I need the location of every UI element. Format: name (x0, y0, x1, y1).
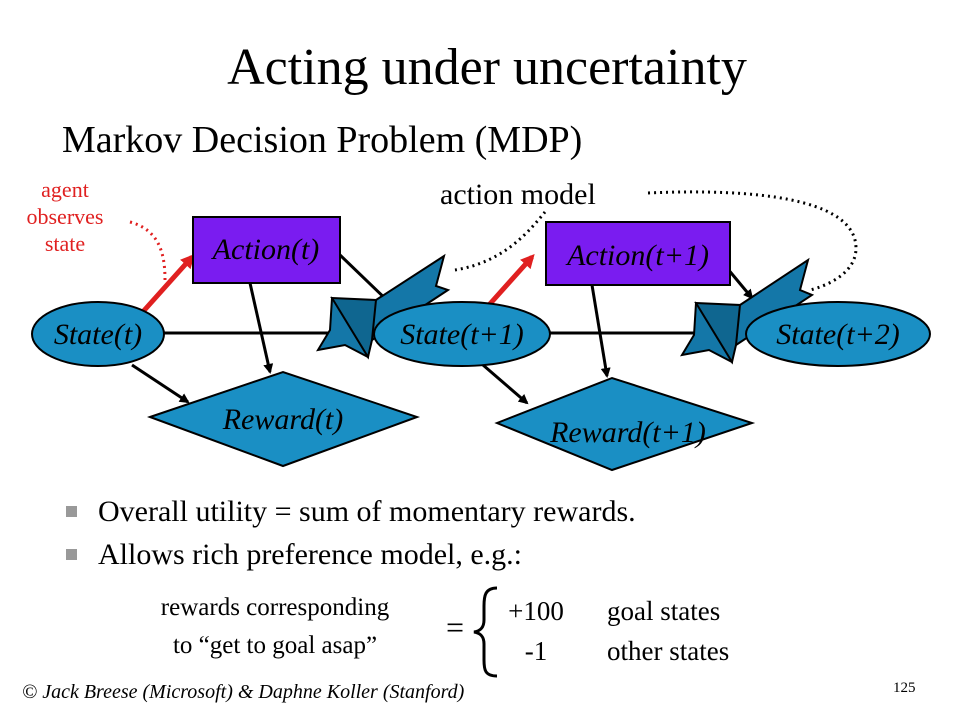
bullet-1: Overall utility = sum of momentary rewar… (98, 495, 636, 528)
state-t-to-reward-t-arrow (131, 363, 190, 404)
example-label-line-1: rewards corresponding (161, 594, 390, 621)
case-condition-goal: goal states (607, 596, 720, 626)
bullet-marker-2 (66, 549, 77, 560)
case-value-goal: +100 (508, 596, 564, 626)
agent-observes-label-1: agent (41, 177, 89, 202)
action-t1-to-reward-t1-arrow (590, 284, 611, 378)
action-t1-label: Action(t+1) (565, 239, 709, 272)
agent-observes-label-2: observes (27, 204, 104, 229)
observe-arrow-t (138, 254, 195, 317)
agent-observes-dotted-line (129, 220, 167, 281)
action-t1-node (545, 221, 731, 286)
case-condition-other: other states (607, 636, 729, 666)
equals-sign: = (446, 609, 464, 645)
action-model-label: action model (440, 178, 596, 211)
bullet-marker-1 (66, 506, 77, 517)
footer-credit: © Jack Breese (Microsoft) & Daphne Kolle… (22, 681, 465, 703)
bullet-2: Allows rich preference model, e.g.: (98, 538, 522, 571)
example-label-line-2: to “get to goal asap” (173, 632, 377, 659)
state-t-label: State(t) (54, 318, 142, 351)
action-t-node (192, 216, 341, 284)
reward-t-label: Reward(t) (222, 403, 344, 436)
state-t1-label: State(t+1) (400, 318, 524, 351)
state-t2-node (745, 301, 931, 367)
state-t1-node (373, 301, 551, 367)
action-t-to-reward-t-arrow (248, 282, 274, 374)
action-t-label: Action(t) (211, 233, 320, 266)
reward-t1-node (494, 376, 756, 472)
state-t2-label: State(t+2) (776, 318, 900, 351)
action-model-dotted-line-right (647, 190, 858, 292)
case-brace (473, 586, 498, 678)
agent-observes-label-3: state (45, 231, 85, 256)
case-value-other: -1 (525, 636, 548, 666)
page-number: 125 (893, 680, 916, 696)
page-subtitle: Markov Decision Problem (MDP) (62, 119, 582, 161)
page-title: Acting under uncertainty (227, 39, 747, 96)
state-t-node (31, 301, 165, 367)
state-t1-to-reward-t1-arrow (482, 363, 529, 405)
reward-t-node (146, 370, 421, 468)
reward-t1-label: Reward(t+1) (549, 416, 706, 449)
